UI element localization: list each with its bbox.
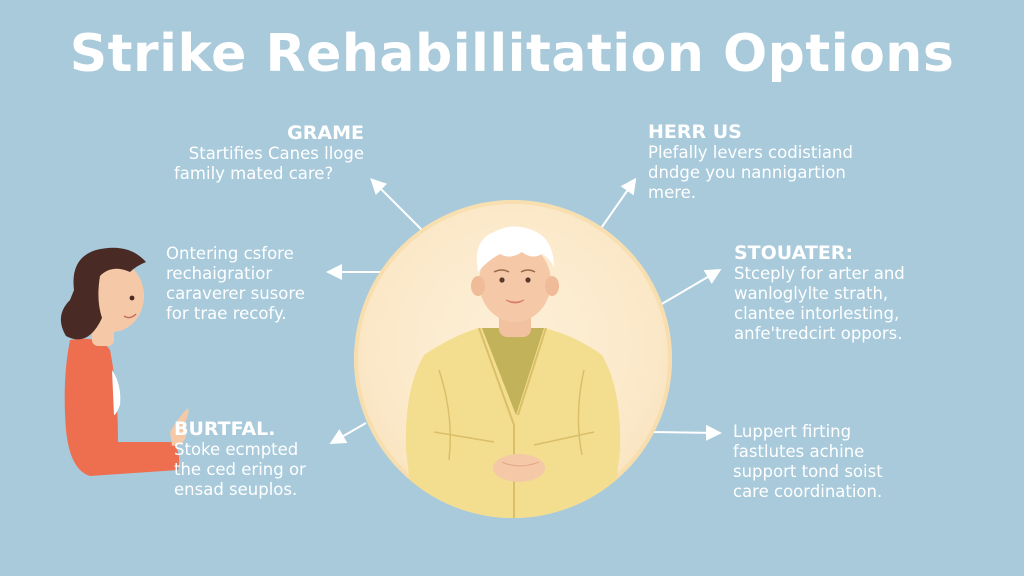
block-line: Luppert firting — [733, 422, 852, 441]
block-line: the ced ering or — [174, 460, 306, 479]
block-line: mere. — [648, 183, 697, 202]
block-line: caraverer susore — [166, 284, 305, 303]
block-line: dndge you nannigartion — [648, 163, 846, 182]
block-line: ensad seuplos. — [174, 480, 298, 499]
block-line: wanloglylte strath, — [734, 284, 889, 303]
block-heading: BURTFAL. — [174, 418, 276, 440]
info-block-herr-us: HERR US Plefally levers codistiand dndge… — [648, 121, 898, 203]
arrow-mid-right — [659, 268, 722, 306]
block-line: support tond soist — [733, 462, 883, 481]
block-line: Stceply for arter and — [734, 264, 905, 283]
elderly-patient-icon — [405, 226, 621, 518]
info-block-ontering: Ontering csfore rechaigratior caraverer … — [166, 244, 336, 324]
block-heading: HERR US — [648, 121, 742, 143]
block-line: Startifies Canes lloge — [188, 144, 364, 163]
block-line: Stoke ecmpted — [174, 440, 299, 459]
block-line: care coordination. — [733, 482, 883, 501]
block-line: anfe'tredcirt oppors. — [734, 324, 903, 343]
arrow-bottom-right — [651, 424, 722, 441]
block-heading: STOUATER: — [734, 242, 854, 264]
arrow-top-right — [596, 177, 637, 235]
block-line: family mated care? — [174, 164, 334, 183]
info-block-luppert: Luppert firting fastlutes achine support… — [733, 422, 933, 502]
center-circle — [354, 200, 672, 518]
block-line: for trae recofy. — [166, 304, 287, 323]
block-line: rechaigratior — [166, 264, 273, 283]
block-line: fastlutes achine — [733, 442, 865, 461]
info-block-burtfal: BURTFAL. Stoke ecmpted the ced ering or … — [174, 418, 344, 500]
block-line: Ontering csfore — [166, 244, 294, 263]
block-line: clantee intorlesting, — [734, 304, 900, 323]
block-line: Plefally levers codistiand — [648, 143, 853, 162]
block-heading: GRAME — [287, 122, 364, 144]
page-title: Strike Rehabillitation Options — [69, 24, 955, 84]
info-block-stouater: STOUATER: Stceply for arter and wanlogly… — [734, 242, 934, 344]
arrow-bottom-left — [329, 422, 367, 444]
info-block-grame: GRAME Startifies Canes lloge family mate… — [168, 122, 364, 184]
